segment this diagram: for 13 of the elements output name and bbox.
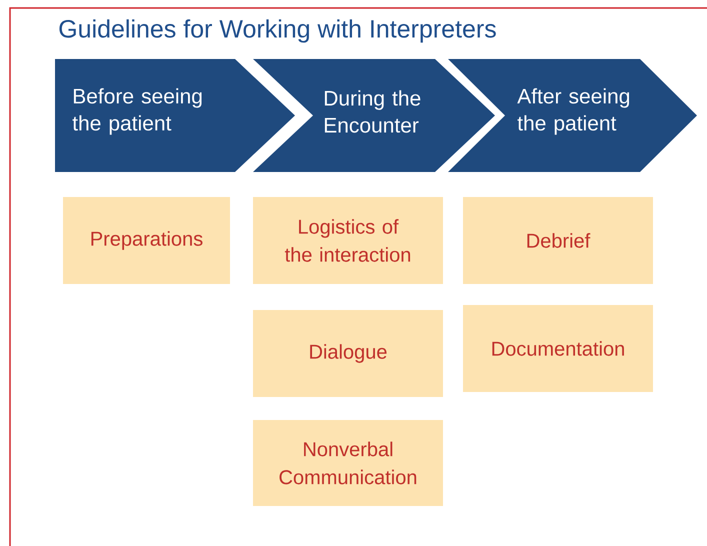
topic-box: Dialogue: [253, 310, 443, 397]
topic-box: Documentation: [463, 304, 653, 392]
node-label: After seeing the patient: [517, 88, 630, 135]
process-step-band: After seeing the patient: [448, 59, 697, 172]
topic-box: Nonverbal Communication: [253, 420, 443, 506]
topic-box: Preparations: [63, 197, 230, 284]
node-label: During the Encounter: [324, 90, 420, 133]
topic-box: Debrief: [463, 197, 653, 284]
topic-box: Logistics of the interaction: [253, 197, 443, 284]
process-step-band: Before seeing the patient: [55, 59, 295, 172]
process-step-band: During the Encounter: [253, 59, 495, 172]
node-label: Before seeing the patient: [72, 88, 202, 135]
title: Guidelines for Working with Interpreters: [59, 19, 496, 43]
